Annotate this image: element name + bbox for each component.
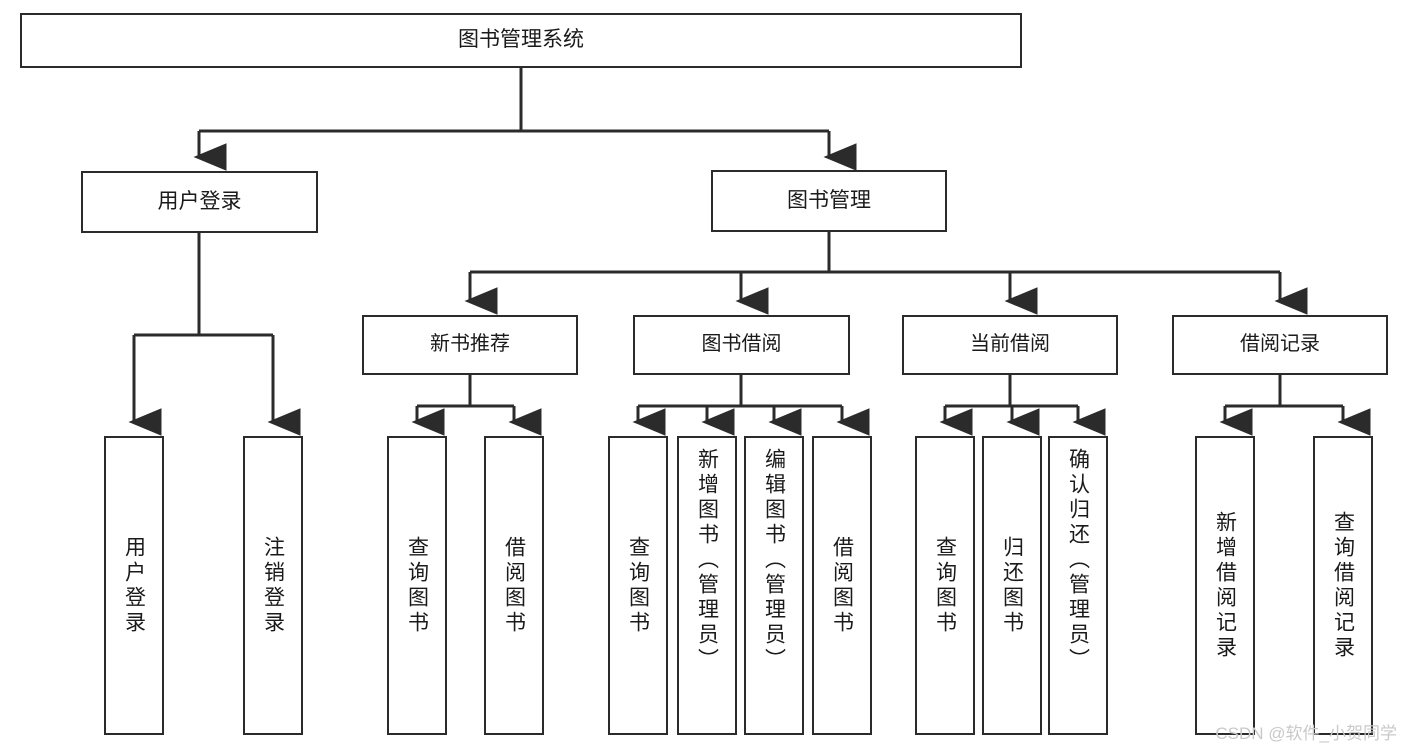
node-book-management[interactable]: 图书管理 <box>711 170 947 232</box>
node-label: 查询图书 <box>933 535 957 636</box>
node-label: 用户登录 <box>157 189 242 213</box>
leaf-recommend-query-book[interactable]: 查询图书 <box>387 436 447 735</box>
leaf-borrow-edit-book-admin[interactable]: 编辑图书（管理员） <box>744 436 804 735</box>
node-label: 图书管理 <box>787 188 871 212</box>
node-new-book-recommend[interactable]: 新书推荐 <box>362 315 578 375</box>
leaf-current-query-book[interactable]: 查询图书 <box>915 436 975 735</box>
node-label: 图书借阅 <box>701 333 782 356</box>
leaf-borrow-borrow-book[interactable]: 借阅图书 <box>812 436 872 735</box>
node-label: 用户登录 <box>122 535 146 636</box>
node-label: 编辑图书（管理员） <box>762 448 786 673</box>
node-label: 图书管理系统 <box>458 28 584 52</box>
node-label: 新增借阅记录 <box>1213 510 1237 661</box>
leaf-borrow-query-book[interactable]: 查询图书 <box>608 436 668 735</box>
node-user-login[interactable]: 用户登录 <box>81 171 318 233</box>
node-label: 借阅图书 <box>502 535 526 636</box>
node-label: 归还图书 <box>1000 535 1024 636</box>
leaf-record-query-record[interactable]: 查询借阅记录 <box>1313 436 1373 735</box>
node-label: 借阅记录 <box>1240 333 1320 356</box>
leaf-record-add-record[interactable]: 新增借阅记录 <box>1195 436 1255 735</box>
leaf-current-confirm-return-admin[interactable]: 确认归还（管理员） <box>1048 436 1108 735</box>
leaf-borrow-add-book-admin[interactable]: 新增图书（管理员） <box>677 436 737 735</box>
node-label: 查询图书 <box>626 535 650 636</box>
node-borrow-record[interactable]: 借阅记录 <box>1172 315 1388 375</box>
leaf-user-login-logout[interactable]: 注销登录 <box>243 436 303 735</box>
node-label: 查询借阅记录 <box>1331 510 1355 661</box>
node-label: 查询图书 <box>405 535 429 636</box>
node-label: 注销登录 <box>261 535 285 636</box>
leaf-recommend-borrow-book[interactable]: 借阅图书 <box>484 436 544 735</box>
node-current-borrow[interactable]: 当前借阅 <box>902 315 1118 375</box>
node-label: 借阅图书 <box>830 535 854 636</box>
watermark-text: CSDN @软件_小贺同学 <box>1215 724 1397 743</box>
leaf-user-login-login[interactable]: 用户登录 <box>104 436 164 735</box>
node-label: 新书推荐 <box>430 333 510 356</box>
node-label: 当前借阅 <box>970 333 1050 356</box>
node-book-borrow[interactable]: 图书借阅 <box>633 315 850 375</box>
node-label: 新增图书（管理员） <box>695 448 719 673</box>
node-label: 确认归还（管理员） <box>1066 448 1090 673</box>
node-root-system[interactable]: 图书管理系统 <box>20 13 1022 68</box>
leaf-current-return-book[interactable]: 归还图书 <box>982 436 1042 735</box>
